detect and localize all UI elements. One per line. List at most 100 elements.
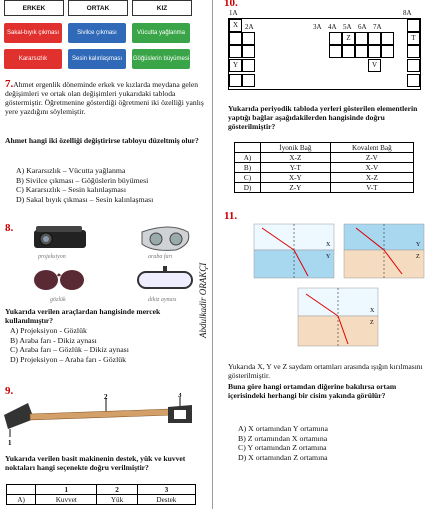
q10-option-b-row[interactable]: B) Y-T X-V (234, 162, 415, 173)
marker-1: 1 (8, 439, 12, 447)
group-label: 8A (403, 9, 412, 17)
q10-td: D) (234, 182, 261, 193)
q10-td: V-T (329, 182, 415, 193)
grid-cell: Kararsızlık (4, 49, 62, 69)
q10-option-d-row[interactable]: D) Z-Y V-T (234, 182, 415, 193)
periodic-table: 2A 3A 4A 5A 6A 7A X Z T Y V (228, 18, 421, 90)
element-cell (355, 45, 368, 58)
q8-option-a[interactable]: A) Projeksiyon - Gözlük (10, 326, 87, 335)
q9-td: Kuvvet (35, 494, 98, 505)
q10-td: X-Z (329, 172, 415, 183)
sunglasses-image (34, 270, 84, 290)
q7-option-d[interactable]: D) Sakal bıyık çıkması – Sesin kalınlaşm… (16, 194, 154, 204)
element-cell (368, 32, 381, 45)
q10-th: İyonik Bağ (260, 142, 331, 153)
q7-options: A) Kararsızlık – Vücutta yağlanma B) Siv… (16, 166, 206, 204)
q10-th (234, 142, 261, 153)
group-label: 2A (245, 23, 254, 31)
q10-td: X-Y (260, 172, 331, 183)
q9-option-a-row[interactable]: A) Kuvvet Yük Destek (5, 494, 197, 505)
q10-table: İyonik Bağ Kovalent Bağ A) X-Z Z-V B) Y-… (234, 142, 415, 193)
q9-number: 9. (5, 385, 14, 397)
element-cell (381, 45, 394, 58)
q7-option-a[interactable]: A) Kararsızlık – Vücutta yağlanma (16, 166, 126, 175)
caption-araba-fari: araba farı (148, 253, 173, 260)
group-label: 1A (229, 9, 238, 17)
element-cell (407, 45, 420, 58)
q10-td: B) (234, 162, 261, 173)
element-cell (342, 45, 355, 58)
element-cell (368, 45, 381, 58)
grid-cell: Vücutta yağlanma (132, 23, 190, 43)
q10-number: 10. (224, 0, 238, 9)
element-cell (355, 32, 368, 45)
element-cell (407, 59, 420, 72)
q10-option-c-row[interactable]: C) X-Y X-Z (234, 172, 415, 183)
element-cell (407, 74, 420, 87)
q10-td: Y-T (260, 162, 331, 173)
q8-options: A) Projeksiyon - Gözlük B) Araba farı - … (10, 326, 205, 364)
q7-option-b[interactable]: B) Sivilce çıkması – Göğüslerin büyümesi (16, 175, 149, 185)
element-x: X (229, 19, 242, 32)
element-cell (229, 45, 242, 58)
marker-2: 2 (104, 393, 108, 401)
q11-number: 11. (224, 210, 238, 222)
q10-td: Z-V (329, 152, 415, 163)
q7-text: 7.Ahmet ergenlik döneminde erkek ve kızl… (5, 79, 205, 117)
q11-question: Buna göre hangi ortamdan diğerine bakılı… (228, 382, 397, 400)
element-cell (229, 32, 242, 45)
caption-dikiz-aynasi: dikiz aynası (148, 297, 177, 303)
element-cell (381, 32, 394, 45)
caption-projeksiyon: projeksiyon (37, 254, 66, 260)
diagram-label: Z (370, 320, 374, 326)
diagram-label: Y (416, 242, 421, 248)
headlight-image (141, 226, 190, 251)
q8-option-d[interactable]: D) Projeksiyon – Araba farı - Gözlük (10, 354, 127, 364)
group-label: 6A (358, 23, 367, 31)
q8-question: Yukarıda verilen araçlardan hangisinde m… (5, 307, 161, 325)
group-label: 7A (373, 23, 382, 31)
q9-question: Yukarıda verilen basit makinenin destek,… (5, 454, 186, 472)
grid-cell: Sesin kalınlaşması (68, 49, 126, 69)
q8-option-c[interactable]: C) Araba farı – Gözlük – Dikiz aynası (10, 345, 129, 355)
q11-option-b[interactable]: B) Z ortamından X ortamına (238, 433, 328, 443)
q10-question: Yukarıda periyodik tabloda yerleri göste… (228, 104, 418, 131)
q11-option-a[interactable]: A) X ortamından Y ortamına (238, 424, 328, 433)
element-cell (242, 59, 255, 72)
q10-td: Z-Y (260, 182, 331, 193)
q8-option-b[interactable]: B) Araba farı - Dikiz aynası (10, 335, 97, 345)
signature: Abdulkadir ORAKÇI (198, 262, 208, 339)
group-label: 5A (343, 23, 352, 31)
q10-td: C) (234, 172, 261, 183)
column-divider (212, 0, 213, 509)
q9-th: 2 (96, 484, 138, 495)
q9-th: 1 (35, 484, 98, 495)
grid-cell: Sakal-bıyık çıkması (4, 23, 62, 43)
element-t: T (407, 32, 420, 45)
shovel-image: 3 2 1 (4, 393, 192, 447)
rear-mirror-image (137, 266, 193, 289)
element-cell (242, 74, 255, 87)
projector-image (34, 226, 86, 248)
q10-td: X-V (329, 162, 415, 173)
diagram-xy: X Y (253, 223, 335, 279)
q11-option-d[interactable]: D) X ortamından Z ortamına (238, 452, 328, 462)
element-cell (242, 45, 255, 58)
q9-td: Yük (96, 494, 138, 505)
q7-body: Ahmet ergenlik döneminde erkek ve kızlar… (5, 80, 204, 116)
q9-th: 3 (136, 484, 197, 495)
diagram-label: Y (326, 254, 331, 260)
element-v: V (368, 59, 381, 72)
q11-options: A) X ortamından Y ortamına B) Z ortamınd… (238, 424, 423, 462)
group-label: 4A (328, 23, 337, 31)
element-cell (229, 74, 242, 87)
caption-gozluk: gözlük (50, 297, 66, 303)
signature-text: Abdulkadir ORAKÇI (198, 262, 208, 339)
q7-option-c[interactable]: C) Kararsızlık – Sesin kalınlaşması (16, 185, 127, 195)
q11-option-c[interactable]: C) Y ortamından Z ortamına (238, 443, 327, 453)
diagram-label: Z (416, 254, 420, 260)
q9-th (5, 484, 37, 495)
grid-cell: Sivilce çıkması (68, 23, 126, 43)
q10-option-a-row[interactable]: A) X-Z Z-V (234, 152, 415, 163)
element-cell (329, 45, 342, 58)
